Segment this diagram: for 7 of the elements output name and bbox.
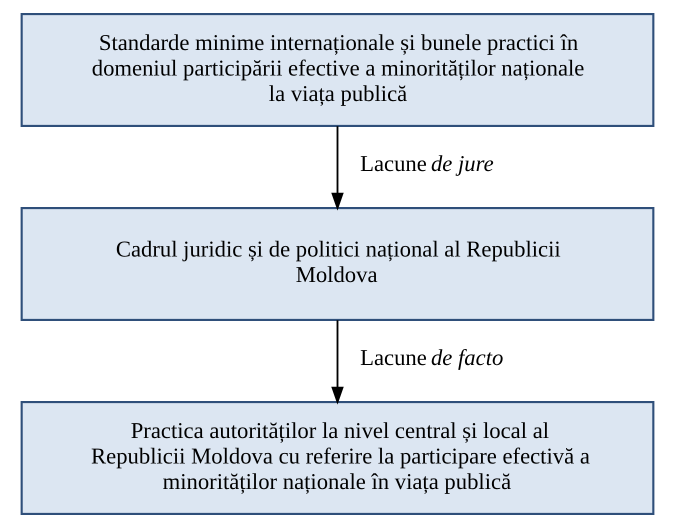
edge-label: Lacune de facto	[360, 344, 504, 370]
node-box: Practica autorităților la nivel central și local al Republicii Moldova cu referire la participare efectivă a minorităților naționale în viața publică	[20, 401, 654, 516]
node-box: Cadrul juridic și de politici național al Republicii Moldova	[20, 207, 654, 321]
arrow	[331, 320, 344, 405]
edge-label: Lacune de jure	[360, 150, 494, 176]
arrow	[331, 126, 344, 211]
node-box: Standarde minime internaționale și bunele practici în domeniul participării efective a minorităților naționale la viața publică	[20, 12, 654, 127]
